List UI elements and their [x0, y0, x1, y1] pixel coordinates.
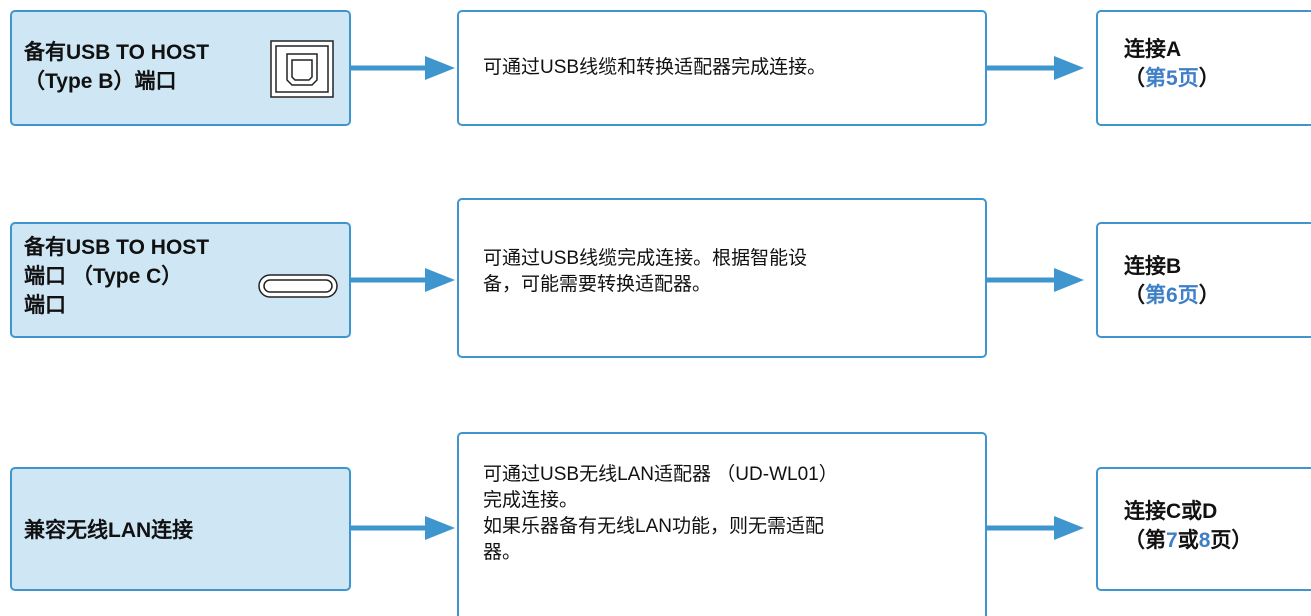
page-link-8[interactable]: 8	[1198, 529, 1211, 552]
source-line: （Type B）端口	[24, 70, 177, 93]
source-label-wireless-lan: 兼容无线LAN连接	[24, 516, 193, 545]
description-line: 器。	[483, 542, 522, 563]
source-line: 端口	[24, 294, 66, 317]
source-line: 备有USB TO HOST	[24, 41, 210, 64]
arrow-row3-left	[351, 516, 455, 540]
target-label-connection-c-or-d: 连接C或D （第7或8页）	[1124, 497, 1252, 555]
target-page-ref: （第6页）	[1124, 284, 1220, 307]
source-label-usb-type-c: 备有USB TO HOST 端口 （Type C） 端口	[24, 233, 209, 320]
description-box-row2	[457, 198, 987, 358]
description-box-row3	[457, 432, 987, 616]
source-box-wireless-lan	[10, 467, 351, 591]
page-link[interactable]: 第5页	[1145, 67, 1199, 90]
description-line: 可通过USB无线LAN适配器 （UD-WL01）	[483, 464, 838, 485]
target-title: 连接B	[1124, 255, 1182, 278]
target-box-connection-a	[1096, 10, 1311, 126]
description-text-row1: 可通过USB线缆和转换适配器完成连接。	[483, 55, 826, 81]
target-title: 连接C或D	[1124, 500, 1218, 523]
source-label-usb-type-b: 备有USB TO HOST （Type B）端口	[24, 38, 209, 96]
page-link-7[interactable]: 7	[1166, 529, 1178, 552]
usb-type-c-port-icon	[258, 274, 338, 298]
description-line: 完成连接。	[483, 490, 579, 511]
source-line: 备有USB TO HOST	[24, 236, 210, 259]
target-title: 连接A	[1124, 38, 1182, 61]
source-line: 端口 （Type C）	[24, 265, 183, 288]
description-line: 可通过USB线缆和转换适配器完成连接。	[483, 57, 827, 78]
arrow-row1-right	[987, 56, 1084, 80]
description-box-row1	[457, 10, 987, 126]
arrow-row3-right	[987, 516, 1084, 540]
target-label-connection-b: 连接B （第6页）	[1124, 252, 1220, 310]
target-label-connection-a: 连接A （第5页）	[1124, 35, 1220, 93]
description-text-row3: 可通过USB无线LAN适配器 （UD-WL01） 完成连接。 如果乐器备有无线L…	[483, 462, 838, 566]
target-box-connection-c-or-d	[1096, 467, 1311, 591]
description-text-row2: 可通过USB线缆完成连接。根据智能设 备，可能需要转换适配器。	[483, 246, 807, 298]
description-line: 可通过USB线缆完成连接。根据智能设	[483, 248, 808, 269]
description-line: 如果乐器备有无线LAN功能，则无需适配	[483, 516, 824, 537]
target-page-ref: （第7或8页）	[1124, 529, 1253, 552]
source-line: 兼容无线LAN连接	[24, 519, 194, 542]
arrow-row1-left	[351, 56, 455, 80]
page-link[interactable]: 第6页	[1145, 284, 1199, 307]
target-page-ref: （第5页）	[1124, 67, 1220, 90]
description-line: 备，可能需要转换适配器。	[483, 274, 712, 295]
usb-type-b-port-icon	[270, 40, 334, 98]
arrow-row2-left	[351, 268, 455, 292]
target-box-connection-b	[1096, 222, 1311, 338]
arrow-row2-right	[987, 268, 1084, 292]
